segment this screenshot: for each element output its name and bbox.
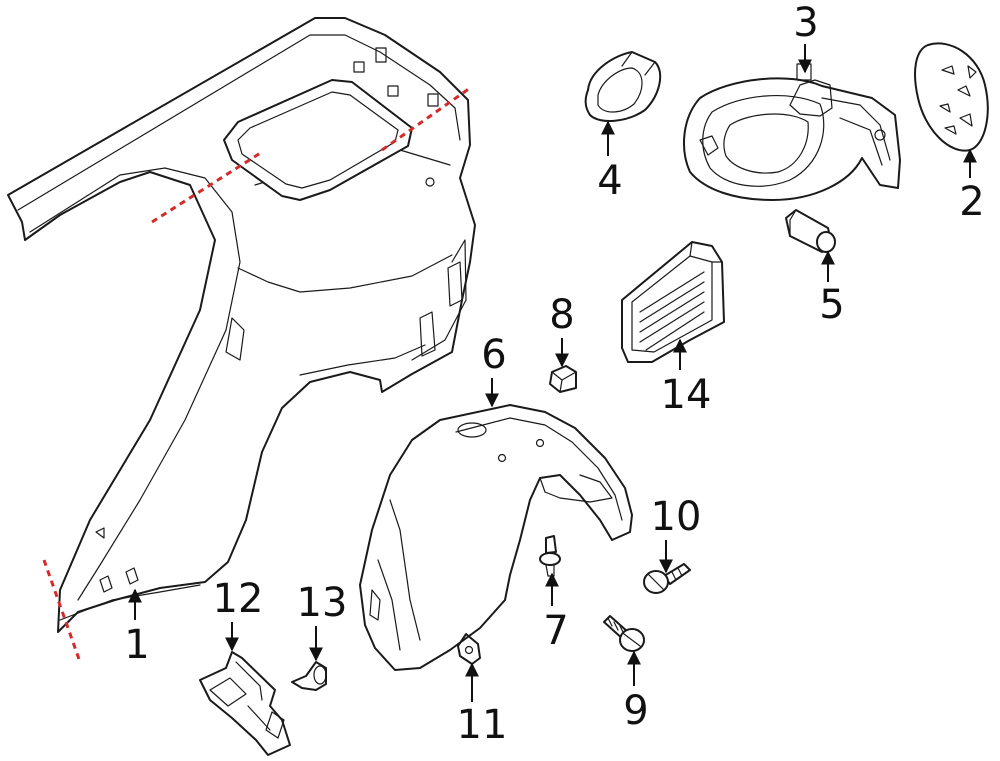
callout-10: 10	[651, 494, 702, 540]
callout-8: 8	[549, 292, 574, 338]
push-pin-drawing	[539, 535, 561, 577]
housing-seal-drawing	[584, 51, 662, 122]
callout-5: 5	[819, 282, 844, 328]
callout-2: 2	[959, 179, 984, 225]
callout-13: 13	[297, 580, 348, 626]
cut-line-rocker	[42, 559, 82, 663]
bumper-stop-drawing	[549, 365, 577, 393]
cut-line-pillar	[381, 86, 471, 152]
door-actuator-drawing	[785, 209, 836, 253]
callout-1: 1	[124, 622, 149, 668]
callout-labels: 1 2 3 4 5 6 7 8 9 10 11 12 13 14	[124, 0, 984, 748]
callout-12: 12	[213, 576, 264, 622]
clip-drawing	[457, 633, 481, 665]
quarter-panel-drawing	[7, 17, 476, 663]
callout-7: 7	[543, 608, 568, 654]
retainer-drawing	[291, 661, 327, 691]
callout-9: 9	[623, 688, 648, 734]
bracket-drawing	[199, 651, 291, 756]
wheelhouse-liner-drawing	[359, 404, 633, 671]
callout-4: 4	[597, 158, 622, 204]
callout-14: 14	[661, 372, 712, 418]
fuel-filler-housing-drawing	[683, 63, 901, 201]
cut-line-roof	[151, 150, 263, 224]
callout-6: 6	[481, 332, 506, 378]
screw-drawing	[643, 563, 691, 594]
leader-arrows	[128, 44, 977, 702]
bolt-drawing	[603, 615, 645, 652]
callout-11: 11	[457, 702, 508, 748]
callout-3: 3	[793, 0, 818, 46]
pressure-vent-drawing	[621, 241, 725, 363]
fuel-door-cover-drawing	[914, 42, 989, 152]
